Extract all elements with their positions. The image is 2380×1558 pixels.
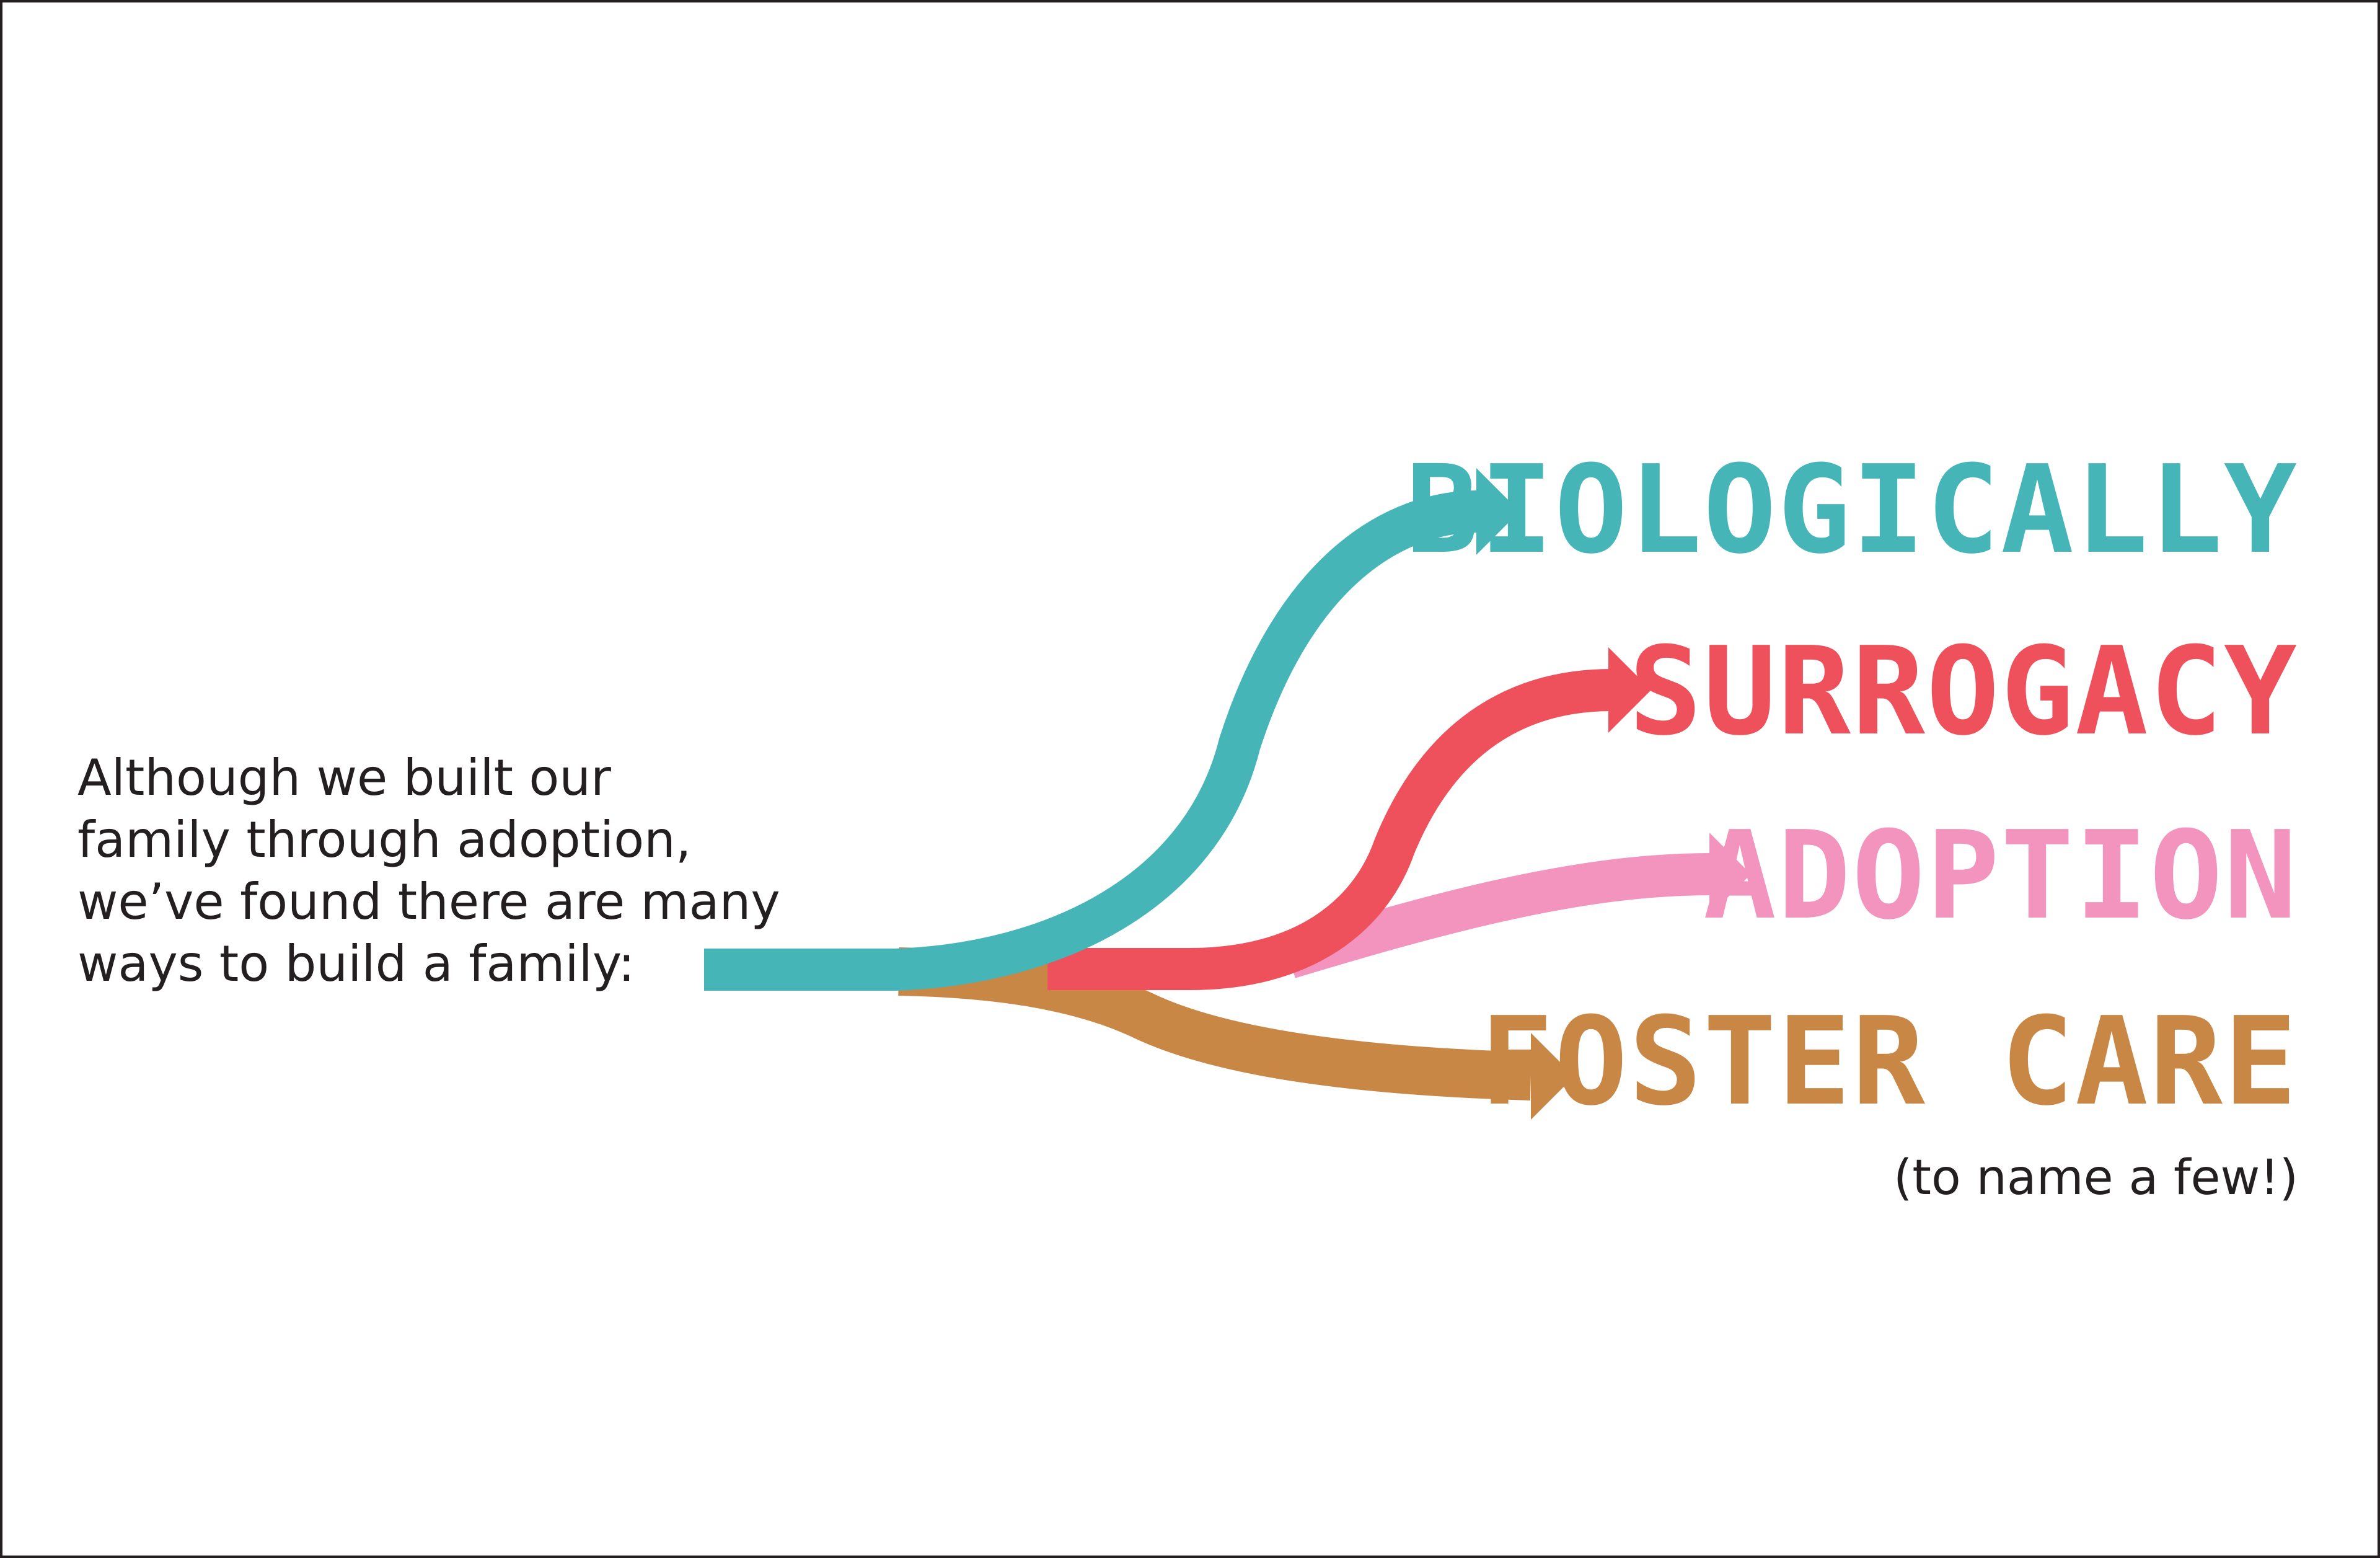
label-surrogacy: SURROGACY [1628, 621, 2298, 763]
intro-line: ways to build a family: [77, 935, 635, 993]
surrogacy-path [1047, 669, 1612, 990]
intro-line: family through adoption, [77, 811, 692, 869]
adoption-arrowhead [1709, 833, 1751, 916]
surrogacy-arrowhead [1608, 647, 1651, 733]
biologically-arrowhead [1476, 468, 1520, 555]
intro-text: Although we built our family through ado… [77, 747, 883, 995]
label-adoption: ADOPTION [1703, 805, 2298, 947]
intro-line: we’ve found there are many [77, 873, 780, 931]
label-biologically: BIOLOGICALLY [1405, 440, 2298, 581]
biologically-arrow [704, 468, 1520, 991]
intro-line: Although we built our [77, 749, 611, 807]
foster-care-arrowhead [1531, 1033, 1574, 1120]
footnote: (to name a few!) [1893, 1150, 2298, 1206]
foster-care-arrow [898, 947, 1574, 1120]
label-foster-care: FOSTER CARE [1479, 991, 2298, 1133]
surrogacy-arrow [1047, 647, 1651, 990]
biologically-path [704, 490, 1479, 991]
